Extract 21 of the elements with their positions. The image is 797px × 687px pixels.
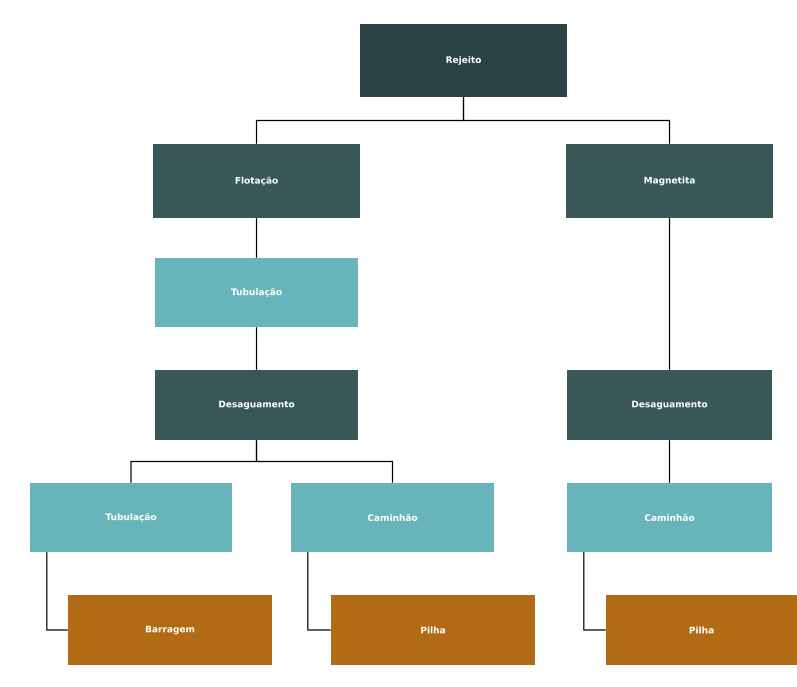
process-box: Desaguamento bbox=[155, 370, 358, 440]
process-box: Pilha bbox=[331, 594, 535, 665]
process-box: Rejeito bbox=[360, 24, 567, 97]
process-box: Desaguamento bbox=[567, 370, 772, 440]
connector-line bbox=[46, 552, 68, 631]
connector-line bbox=[462, 97, 670, 144]
connector-line bbox=[583, 552, 606, 631]
process-box: Flotação bbox=[153, 144, 360, 218]
process-box: Magnetita bbox=[566, 144, 773, 218]
process-box: Tubulação bbox=[30, 482, 232, 552]
process-box: Tubulação bbox=[155, 258, 358, 327]
process-box: Barragem bbox=[68, 594, 272, 665]
process-box: Pilha bbox=[606, 594, 797, 665]
connector-line bbox=[668, 218, 670, 370]
process-box: Caminhão bbox=[291, 482, 494, 552]
process-box: Caminhão bbox=[567, 482, 772, 552]
connector-line bbox=[668, 440, 670, 483]
connector-line bbox=[256, 440, 394, 483]
connector-line bbox=[256, 218, 258, 258]
connector-line bbox=[307, 552, 331, 631]
connector-line bbox=[256, 327, 258, 370]
